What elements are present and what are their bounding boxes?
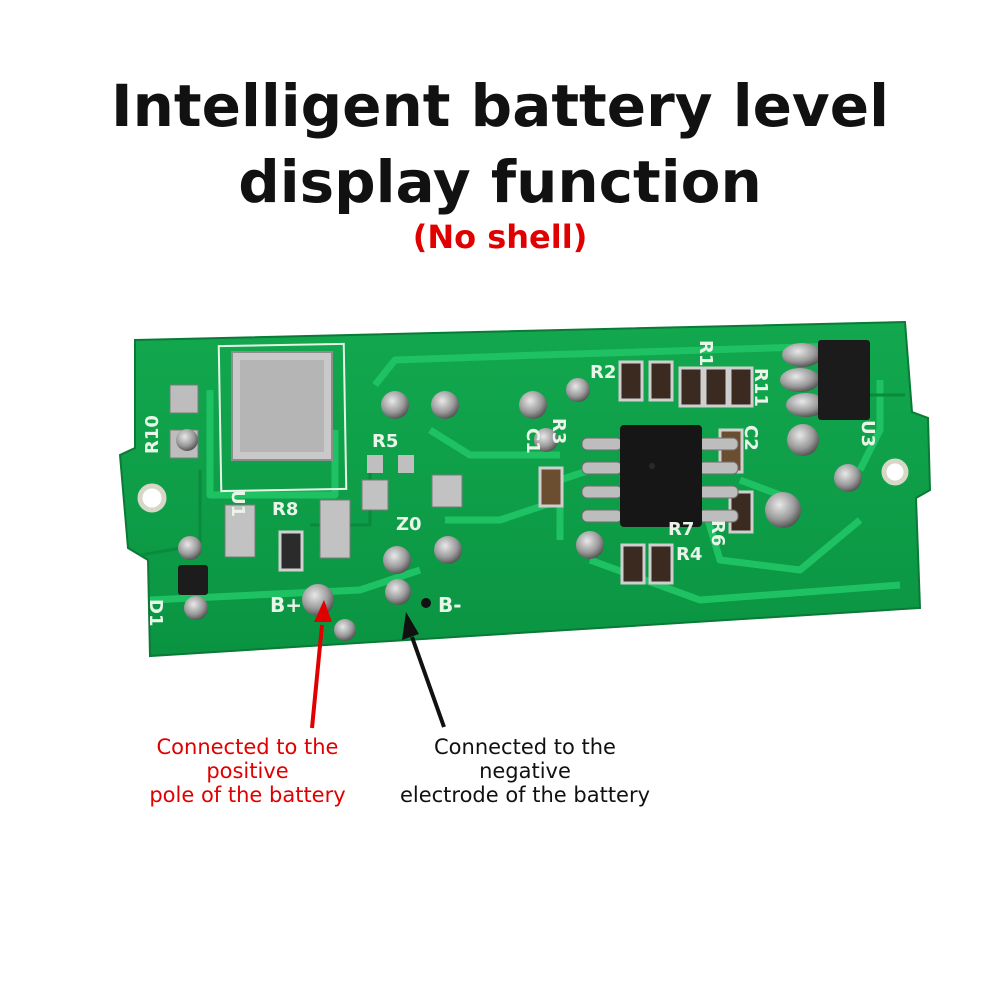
page-title: Intelligent battery level display functi… [0, 68, 1000, 220]
label-r7: R7 [668, 519, 694, 540]
label-bminus: B- [438, 593, 462, 617]
mounting-hole-right [881, 458, 909, 486]
negative-arrow-head [402, 612, 419, 640]
label-r4: R4 [676, 544, 702, 565]
mounting-hole-left [137, 483, 167, 513]
positive-arrow-head [314, 600, 332, 622]
label-r11: R11 [750, 368, 771, 407]
label-bplus: B+ [270, 593, 302, 617]
copper-traces [149, 341, 901, 604]
label-u1: U1 [227, 490, 248, 517]
pad [431, 474, 463, 508]
label-r10: R10 [142, 415, 163, 454]
label-r1: R1 [695, 340, 716, 366]
pad [224, 504, 256, 558]
ic-chip [581, 425, 739, 527]
label-r2: R2 [590, 362, 616, 383]
smd-resistors [278, 360, 754, 585]
title-line-2: display function [238, 148, 762, 216]
pad [367, 455, 383, 473]
u3-regulator [780, 340, 870, 420]
pcb-board-image: R10 U1 R5 R8 Z0 D1 B+ B- R2 R1 R11 U3 R3… [118, 320, 932, 658]
pad [169, 384, 199, 414]
pad [361, 479, 389, 511]
silkscreen-labels: R10 U1 R5 R8 Z0 D1 B+ B- R2 R1 R11 U3 R3… [142, 340, 878, 626]
title-line-1: Intelligent battery level [111, 72, 889, 140]
label-d1: D1 [145, 599, 166, 626]
label-u3: U3 [857, 420, 878, 447]
label-c2: C2 [740, 425, 761, 451]
positive-caption: Connected to the positive pole of the ba… [149, 735, 346, 807]
solder-joints [176, 378, 862, 641]
negative-arrow-line [410, 636, 446, 728]
positive-arrow-line [310, 624, 324, 729]
subtitle: (No shell) [412, 218, 588, 256]
label-c1: C1 [522, 428, 543, 454]
pad [398, 455, 414, 473]
pad [319, 499, 351, 559]
label-r5: R5 [372, 431, 398, 452]
label-r3: R3 [548, 418, 569, 444]
label-r8: R8 [272, 499, 298, 520]
label-r6: R6 [707, 520, 728, 546]
label-z0: Z0 [396, 514, 422, 535]
d1-diode [178, 565, 208, 595]
negative-caption: Connected to the negative electrode of t… [399, 735, 651, 807]
